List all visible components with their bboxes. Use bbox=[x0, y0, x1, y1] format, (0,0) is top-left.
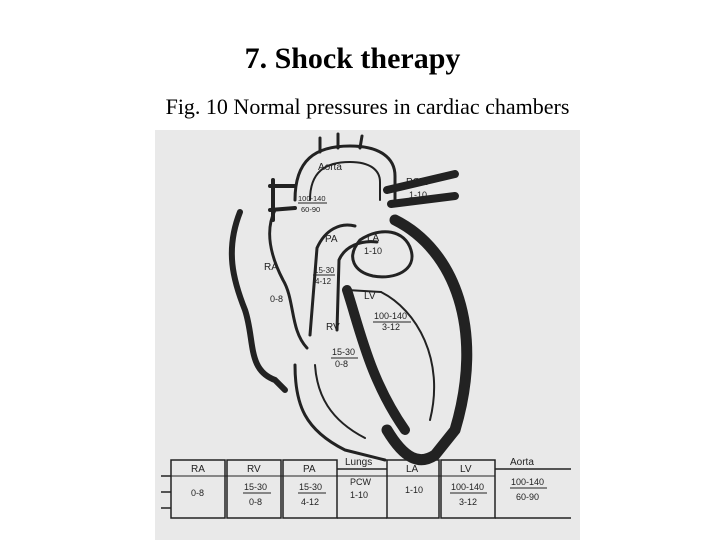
pcw-value: 1-10 bbox=[409, 190, 427, 200]
flow-aorta-label: Aorta bbox=[510, 457, 534, 468]
lv-label: LV bbox=[364, 291, 376, 302]
aortic-arch-inner bbox=[309, 161, 381, 201]
figure-caption: Fig. 10 Normal pressures in cardiac cham… bbox=[165, 94, 570, 119]
aorta-label: Aorta bbox=[318, 162, 342, 173]
pa-systolic: 15-30 bbox=[314, 266, 335, 275]
aorta-systolic: 100-140 bbox=[298, 194, 326, 203]
flow-rv-label: RV bbox=[247, 464, 261, 475]
lv-outer-wall bbox=[381, 214, 473, 466]
flow-rv-systolic: 15-30 bbox=[244, 482, 267, 492]
lv-diastolic: 3-12 bbox=[382, 322, 400, 332]
flow-pa-label: PA bbox=[303, 464, 316, 475]
flow-pa-diastolic: 4-12 bbox=[301, 497, 319, 507]
la-value: 1-10 bbox=[364, 246, 382, 256]
lv-inner-wall bbox=[380, 291, 435, 421]
flow-aorta-systolic: 100-140 bbox=[511, 477, 544, 487]
aorta-diastolic: 60-90 bbox=[301, 205, 320, 214]
heart-diagram-svg: Aorta 100-140 60-90 PCW 1-10 PA 15-30 4-… bbox=[161, 132, 571, 519]
pa-trunk-left bbox=[308, 223, 357, 337]
rv-outer-wall bbox=[293, 363, 387, 462]
lv-systolic: 100-140 bbox=[374, 311, 407, 321]
rv-systolic: 15-30 bbox=[332, 347, 355, 357]
flow-aorta-diastolic: 60-90 bbox=[516, 492, 539, 502]
flow-diagram: RA 0-8 RV 15-30 0-8 PA 15-30 4-12 Lungs … bbox=[161, 457, 571, 519]
pa-label: PA bbox=[325, 234, 338, 245]
flow-pa-systolic: 15-30 bbox=[299, 482, 322, 492]
flow-box-ra bbox=[170, 459, 226, 519]
heart-illustration bbox=[228, 132, 473, 466]
rv-label: RV bbox=[326, 322, 340, 333]
pa-diastolic: 4-12 bbox=[315, 277, 332, 286]
septum bbox=[342, 285, 410, 435]
flow-la-label: LA bbox=[406, 464, 419, 475]
flow-lungs-label: Lungs bbox=[345, 457, 372, 468]
flow-pcw-value: 1-10 bbox=[350, 490, 368, 500]
pcw-label: PCW bbox=[406, 177, 430, 188]
aortic-arch bbox=[293, 144, 397, 202]
valve-line bbox=[346, 289, 382, 293]
rv-inner-wall bbox=[314, 364, 366, 439]
right-atrium-wall bbox=[228, 209, 288, 393]
ra-value: 0-8 bbox=[270, 294, 283, 304]
left-atrium bbox=[351, 230, 414, 279]
flow-rv-diastolic: 0-8 bbox=[249, 497, 262, 507]
flow-box-pa bbox=[282, 459, 338, 519]
flow-ra-label: RA bbox=[191, 464, 205, 475]
la-label: LA bbox=[367, 233, 380, 244]
slide-title: 7. Shock therapy bbox=[244, 42, 461, 75]
heart-pressure-figure: Aorta 100-140 60-90 PCW 1-10 PA 15-30 4-… bbox=[155, 130, 580, 540]
pulmonary-veins bbox=[383, 170, 459, 208]
right-atrium-inner bbox=[268, 208, 309, 350]
heart-labels: Aorta 100-140 60-90 PCW 1-10 PA 15-30 4-… bbox=[264, 162, 430, 369]
ra-label: RA bbox=[264, 262, 278, 273]
flow-box-la bbox=[386, 459, 440, 519]
flow-ra-value: 0-8 bbox=[191, 488, 204, 498]
aortic-branches bbox=[318, 132, 364, 154]
flow-box-rv bbox=[226, 459, 282, 519]
pa-trunk-right bbox=[335, 240, 379, 332]
flow-lv-systolic: 100-140 bbox=[451, 482, 484, 492]
flow-la-value: 1-10 bbox=[405, 485, 423, 495]
flow-box-lv bbox=[440, 459, 496, 519]
flow-lv-label: LV bbox=[460, 464, 472, 475]
flow-lv-diastolic: 3-12 bbox=[459, 497, 477, 507]
flow-pcw-label: PCW bbox=[350, 477, 372, 487]
rv-diastolic: 0-8 bbox=[335, 359, 348, 369]
